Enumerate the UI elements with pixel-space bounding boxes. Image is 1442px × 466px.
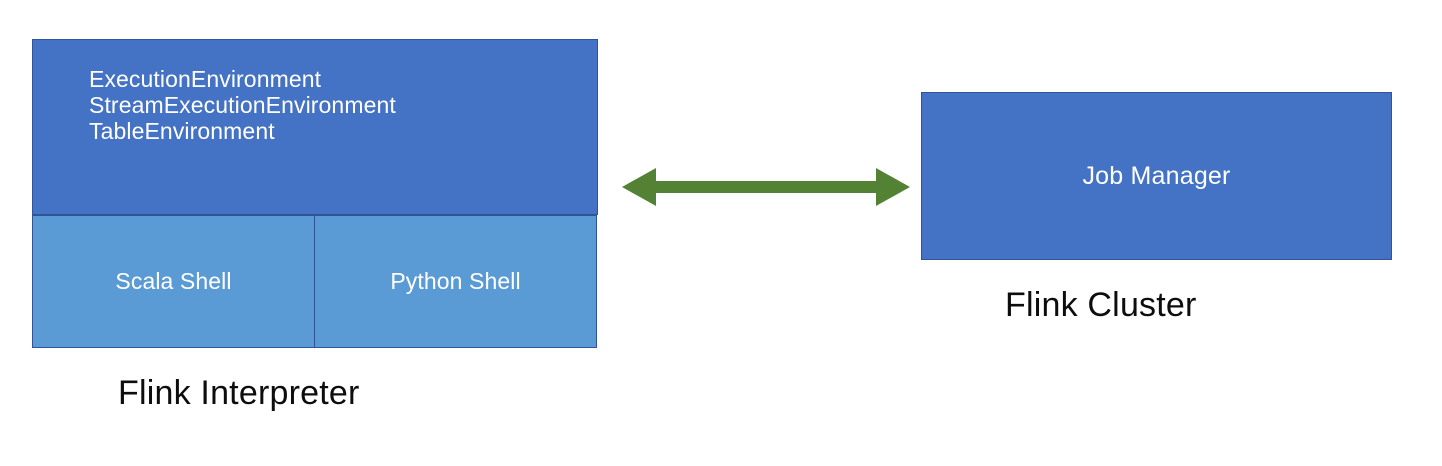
environment-class-line-1: ExecutionEnvironment <box>89 66 322 92</box>
job-manager-box: Job Manager <box>921 92 1392 260</box>
double-arrow-icon <box>622 168 910 206</box>
flink-interpreter-group: ExecutionEnvironment StreamExecutionEnvi… <box>32 39 598 348</box>
environment-class-line-3: TableEnvironment <box>89 118 275 144</box>
scala-shell-label: Scala Shell <box>115 268 232 294</box>
scala-shell-box: Scala Shell <box>32 215 315 348</box>
environment-class-list: ExecutionEnvironment StreamExecutionEnvi… <box>89 66 396 144</box>
execution-environment-box: ExecutionEnvironment StreamExecutionEnvi… <box>32 39 598 215</box>
flink-cluster-caption: Flink Cluster <box>1005 286 1197 324</box>
bidirectional-arrow <box>622 163 910 211</box>
job-manager-label: Job Manager <box>1082 161 1231 190</box>
python-shell-box: Python Shell <box>314 215 597 348</box>
flink-interpreter-caption: Flink Interpreter <box>118 374 360 412</box>
shell-row: Scala Shell Python Shell <box>32 215 598 348</box>
python-shell-label: Python Shell <box>390 268 521 294</box>
environment-class-line-2: StreamExecutionEnvironment <box>89 92 396 118</box>
